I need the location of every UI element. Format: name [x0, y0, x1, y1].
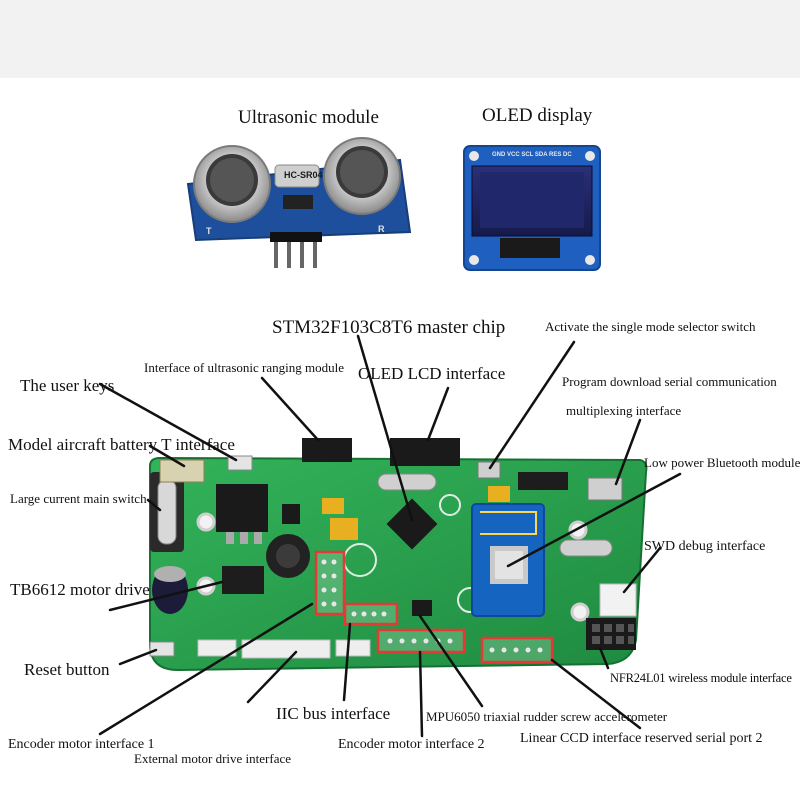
main-pcb-image — [149, 438, 648, 672]
label-nrf24l01: NFR24L01 wireless module interface — [610, 671, 792, 685]
label-bluetooth: Low power Bluetooth module — [644, 455, 800, 470]
oled-display-image — [463, 145, 601, 271]
leader-lines — [98, 334, 682, 738]
label-external-motor: External motor drive interface — [134, 751, 292, 766]
label-swd: SWD debug interface — [644, 539, 766, 554]
label-mode-switch: Activate the single mode selector switch — [545, 319, 756, 334]
label-battery-interface: Model aircraft battery T interface — [8, 435, 235, 454]
label-tb6612: TB6612 motor drive — [10, 580, 150, 599]
label-serial-prog-line1: Program download serial communication — [562, 374, 777, 389]
ultrasonic-t-marking: T — [206, 226, 212, 236]
oled-pin-marking: GND VCC SCL SDA RES DC — [492, 152, 572, 158]
label-main-switch: Large current main switch — [10, 491, 147, 506]
ultrasonic-module-title: Ultrasonic module — [238, 107, 379, 128]
label-iic-bus: IIC bus interface — [276, 704, 391, 723]
label-encoder-2: Encoder motor interface 2 — [338, 737, 485, 752]
label-linear-ccd: Linear CCD interface reserved serial por… — [520, 731, 763, 746]
label-reset-button: Reset button — [24, 660, 110, 679]
oled-display-title: OLED display — [482, 105, 593, 126]
label-ultrasonic-interface: Interface of ultrasonic ranging module — [144, 360, 344, 375]
label-user-keys: The user keys — [20, 376, 115, 395]
ultrasonic-module-image — [186, 137, 412, 268]
label-encoder-1: Encoder motor interface 1 — [8, 737, 155, 752]
ultrasonic-r-marking: R — [378, 224, 385, 234]
label-oled-interface: OLED LCD interface — [358, 364, 506, 383]
label-mpu6050: MPU6050 triaxial rudder screw accelerome… — [426, 709, 668, 724]
label-master-chip: STM32F103C8T6 master chip — [272, 317, 506, 338]
label-serial-prog-line2: multiplexing interface — [566, 403, 682, 418]
top-band — [0, 0, 800, 78]
hc-sr04-marking: HC-SR04 — [284, 170, 323, 180]
